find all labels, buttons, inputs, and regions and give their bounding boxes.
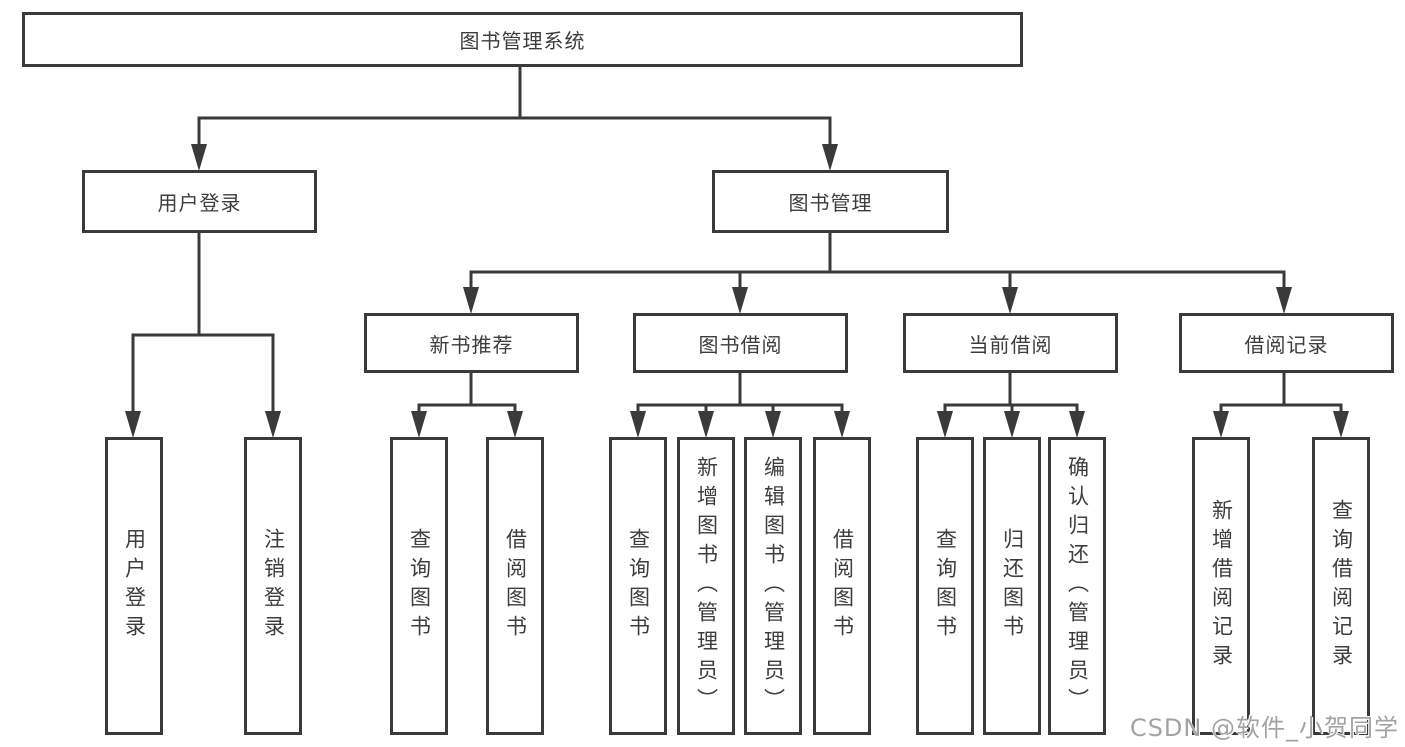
arrow-down-icon — [411, 411, 427, 438]
node-label: 图书管理 — [788, 191, 873, 215]
node-label: 新增借阅记录 — [1209, 499, 1234, 673]
node-label: 查询图书 — [626, 528, 651, 644]
arrow-down-icon — [765, 411, 781, 438]
node-new-book-recommendation: 新书推荐 — [364, 313, 579, 373]
leaf-return-books: 归还图书 — [983, 437, 1041, 735]
connectors-current-borrowing-to-leaves — [937, 373, 1085, 438]
leaf-confirm-return-admin: 确认归还（管理员） — [1048, 437, 1106, 735]
arrow-down-icon — [463, 287, 479, 314]
leaf-query-books-2: 查询图书 — [609, 437, 667, 735]
node-user-login: 用户登录 — [82, 170, 317, 233]
node-label: 新增图书（管理员） — [694, 455, 719, 717]
node-borrowing-records: 借阅记录 — [1179, 313, 1394, 373]
leaf-edit-books-admin: 编辑图书（管理员） — [744, 437, 802, 735]
arrow-down-icon — [1069, 411, 1085, 438]
node-label: 图书借阅 — [698, 332, 783, 357]
arrow-down-icon — [191, 144, 207, 171]
connectors-root-to-level2 — [191, 67, 838, 171]
leaf-add-books-admin: 新增图书（管理员） — [677, 437, 735, 735]
node-library-management-system: 图书管理系统 — [22, 12, 1023, 67]
connectors-book-management-to-level3 — [463, 233, 1292, 314]
node-label: 图书管理系统 — [459, 29, 586, 53]
leaf-borrow-books: 借阅图书 — [486, 437, 544, 735]
arrow-down-icon — [265, 411, 281, 438]
arrow-down-icon — [507, 411, 523, 438]
node-label: 查询借阅记录 — [1329, 499, 1354, 673]
leaf-add-borrowing-record: 新增借阅记录 — [1192, 437, 1250, 735]
node-label: 查询图书 — [933, 528, 958, 644]
leaf-borrow-books-2: 借阅图书 — [813, 437, 871, 735]
node-label: 查询图书 — [407, 528, 432, 644]
leaf-logout-login: 注销登录 — [244, 437, 302, 735]
connectors-new-book-recommendation-to-leaves — [411, 373, 523, 438]
leaf-query-books-3: 查询图书 — [916, 437, 974, 735]
arrow-down-icon — [1004, 411, 1020, 438]
arrow-down-icon — [1213, 411, 1229, 438]
connectors-book-borrowing-to-leaves — [630, 373, 850, 438]
node-label: 借阅记录 — [1244, 332, 1329, 357]
connectors-user-login-to-leaves — [125, 233, 281, 438]
node-label: 注销登录 — [261, 528, 286, 644]
leaf-query-borrowing-record: 查询借阅记录 — [1312, 437, 1370, 735]
arrow-down-icon — [834, 411, 850, 438]
leaf-user-login: 用户登录 — [105, 437, 163, 735]
arrow-down-icon — [1333, 411, 1349, 438]
arrow-down-icon — [630, 411, 646, 438]
node-label: 新书推荐 — [429, 332, 514, 357]
connectors-borrowing-records-to-leaves — [1213, 373, 1349, 438]
watermark-text: CSDN @软件_小贺同学 — [1129, 714, 1399, 742]
node-label: 用户登录 — [122, 528, 147, 644]
arrow-down-icon — [822, 144, 838, 171]
node-label: 借阅图书 — [830, 528, 855, 644]
leaf-query-books: 查询图书 — [390, 437, 448, 735]
arrow-down-icon — [1002, 287, 1018, 314]
node-label: 编辑图书（管理员） — [761, 455, 786, 717]
node-label: 用户登录 — [157, 191, 242, 215]
node-label: 借阅图书 — [503, 528, 528, 644]
node-label: 归还图书 — [1000, 528, 1025, 644]
arrow-down-icon — [125, 411, 141, 438]
node-current-borrowing: 当前借阅 — [903, 313, 1118, 373]
arrow-down-icon — [698, 411, 714, 438]
arrow-down-icon — [732, 287, 748, 314]
node-book-management: 图书管理 — [712, 170, 949, 233]
arrow-down-icon — [937, 411, 953, 438]
node-book-borrowing: 图书借阅 — [633, 313, 848, 373]
node-label: 确认归还（管理员） — [1065, 455, 1090, 717]
arrow-down-icon — [1276, 287, 1292, 314]
node-label: 当前借阅 — [968, 332, 1053, 357]
